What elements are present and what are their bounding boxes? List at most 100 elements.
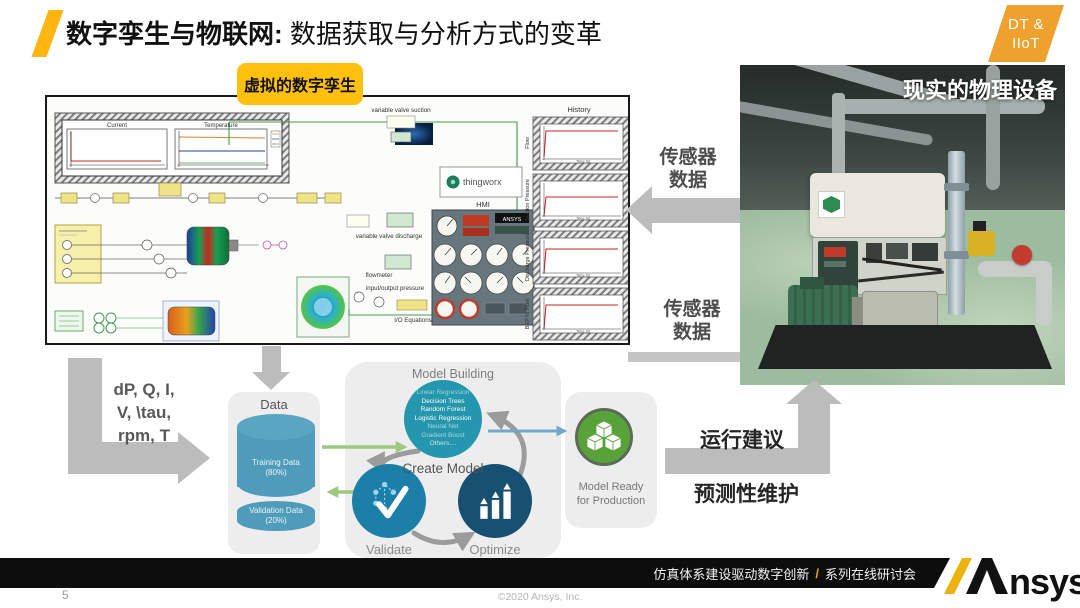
pipe-flange xyxy=(944,183,969,191)
data-cylinder-body-bottom xyxy=(237,477,315,497)
corner-badge: DT & IIoT xyxy=(988,5,1064,62)
cycle-arc-right xyxy=(486,410,527,478)
svg-text:Time [s]: Time [s] xyxy=(576,273,590,278)
diagram-to-data-arrow xyxy=(262,346,281,373)
scope-panel: Current Temperature xyxy=(54,112,290,184)
history-panel: History Flow Time [s] Suction Pressure T… xyxy=(525,105,628,341)
io-module xyxy=(886,243,908,259)
sensor-data-label-top: 传感器 数据 xyxy=(659,147,717,191)
svg-text:variable valve discharge: variable valve discharge xyxy=(356,233,423,240)
ceiling-pipe xyxy=(986,65,1000,190)
coupling xyxy=(852,297,862,327)
svg-text:input/output pressure: input/output pressure xyxy=(366,285,425,292)
page-number: 5 xyxy=(62,588,69,602)
svg-text:I/O Equations: I/O Equations xyxy=(394,317,432,324)
thingworx-label: thingworx xyxy=(463,177,502,187)
training-data-label: Training Data (80%) xyxy=(252,458,300,477)
thingworx-box: thingworx xyxy=(439,166,523,198)
history-plot-flow: Flow Time [s] xyxy=(525,116,628,171)
motor-3d xyxy=(186,226,239,266)
vertical-column-pipe xyxy=(948,151,965,315)
physical-device-photo: 现实的物理设备 xyxy=(740,65,1065,385)
footer-bar: 仿真体系建设驱动数字创新 / 系列在线研讨会 xyxy=(0,558,950,588)
footer-slash: / xyxy=(815,565,819,581)
model-ready-circle xyxy=(575,408,633,466)
ansys-logo-text: nsys xyxy=(1009,561,1080,602)
twin-diagram-canvas: Current Temperature xyxy=(54,105,628,342)
io-equations: I/O Equations xyxy=(394,299,432,324)
page-title-bold: 数字孪生与物联网: xyxy=(66,19,283,49)
validate-circle xyxy=(352,464,426,538)
red-valve-handle xyxy=(1012,245,1032,265)
scope-plot2-title: Temperature xyxy=(204,123,238,129)
svg-text:BEP % Flow: BEP % Flow xyxy=(525,299,531,329)
data-cylinder-band xyxy=(237,501,315,531)
drive-cluster xyxy=(54,300,220,342)
svg-text:Discharge Pressure: Discharge Pressure xyxy=(525,233,531,281)
valve-suction: variable valve suction xyxy=(371,107,431,143)
cubes-icon xyxy=(586,420,622,452)
scope-plot1-title: Current xyxy=(107,123,127,129)
actuator-cap xyxy=(973,221,986,233)
terminal-block xyxy=(912,243,938,261)
history-plot-bep: BEP % Flow Time [s] xyxy=(525,287,628,341)
signals-arrow-vertical xyxy=(68,358,102,450)
validation-data-label: Validation Data (20%) xyxy=(249,506,303,525)
containment-base xyxy=(758,325,1052,369)
signals-arrow-head xyxy=(178,432,210,484)
advice-arrow-vertical xyxy=(798,400,830,460)
run-advice-label: 运行建议 xyxy=(700,429,784,452)
optimize-circle xyxy=(458,464,532,538)
vfd-display xyxy=(824,247,846,257)
signals-arrow-horizontal xyxy=(68,442,178,474)
model-ready-label: Model Ready for Production xyxy=(576,481,646,507)
history-plot-suction: Suction Pressure Time [s] xyxy=(525,173,628,228)
io-pressure: input/output pressure xyxy=(353,285,425,308)
hexagon-icon xyxy=(823,196,840,213)
optimize-label: Optimize xyxy=(469,542,521,557)
svg-text:Flow: Flow xyxy=(525,137,531,149)
sensor-arrow-top-head xyxy=(626,186,652,234)
model-building-circle: Linear Regression Decision Trees Random … xyxy=(404,380,482,458)
impeller-cfd xyxy=(296,276,350,338)
data-title: Data xyxy=(260,397,288,412)
yellow-actuator xyxy=(968,231,995,256)
phase-lines xyxy=(101,239,187,279)
svg-text:Suction Pressure: Suction Pressure xyxy=(525,179,531,221)
hex-logo-sticker xyxy=(818,191,845,218)
pipe-flange xyxy=(944,251,969,259)
title-slash-icon xyxy=(31,10,64,57)
model-building-title: Model Building xyxy=(412,367,494,381)
svg-text:Time [s]: Time [s] xyxy=(576,216,590,221)
ansys-logo-slash-icon xyxy=(944,558,972,594)
validate-check-icon xyxy=(373,481,409,519)
sensor-connector-bottom xyxy=(628,352,740,362)
valve-discharge: variable valve discharge xyxy=(346,212,423,240)
green-motor xyxy=(788,285,858,331)
predictive-maintenance-label: 预测性维护 xyxy=(694,483,799,506)
inlet-pipe xyxy=(832,93,845,185)
ansys-logo: nsys xyxy=(944,558,1080,602)
discharge-elbow xyxy=(1036,263,1052,325)
hmi-panel: HMI ANSYS xyxy=(431,200,535,326)
hmi-ansys-chip: ANSYS xyxy=(503,217,522,223)
hmi-label: HMI xyxy=(476,200,490,209)
svg-text:Time [s]: Time [s] xyxy=(576,159,590,164)
history-title: History xyxy=(567,105,591,114)
svg-text:Time [s]: Time [s] xyxy=(576,329,590,334)
sensor-arrow-top xyxy=(652,198,740,223)
motor-junction-box xyxy=(800,277,824,289)
diagram-to-data-arrow-head xyxy=(252,372,290,390)
page-title: 数字孪生与物联网: 数据获取与分析方式的变革 xyxy=(66,14,602,51)
shaft-line xyxy=(238,240,288,250)
power-source-block xyxy=(54,224,102,284)
signal-chain xyxy=(55,182,342,204)
badge-line1: DT & xyxy=(1008,15,1044,33)
page-title-regular: 数据获取与分析方式的变革 xyxy=(282,19,602,49)
physical-device-label: 现实的物理设备 xyxy=(902,78,1057,103)
footer-series-left: 仿真体系建设驱动数字创新 xyxy=(653,566,810,582)
badge-line2: IIoT xyxy=(1012,34,1040,52)
vfd-keys xyxy=(824,261,846,267)
svg-text:flowmeter: flowmeter xyxy=(366,272,393,279)
